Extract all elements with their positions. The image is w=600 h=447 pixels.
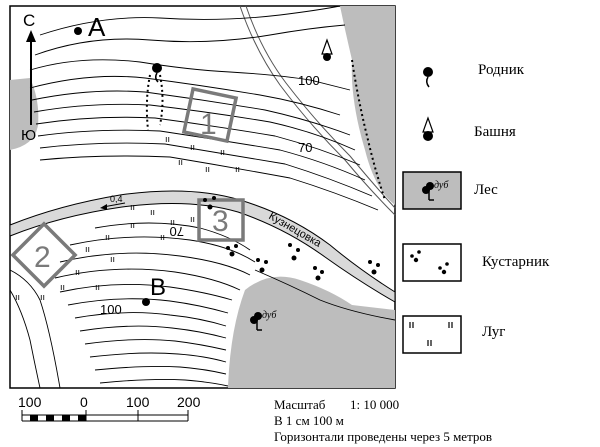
legend-spring-icon: [423, 67, 433, 88]
legend-meadow-icon: [409, 322, 453, 346]
zone-2-box: [10, 221, 78, 289]
svg-text:ıı: ıı: [95, 283, 100, 293]
legend-tower-icon: [422, 116, 434, 141]
svg-text:ıı: ıı: [190, 143, 195, 153]
contours-south: [9, 222, 396, 389]
zone-2-label: 2: [34, 241, 51, 274]
oak-label-map: дуб: [262, 310, 277, 321]
svg-text:ıı: ıı: [85, 245, 90, 255]
compass-north-label: С: [23, 11, 35, 30]
scale-tick-200: 200: [177, 394, 201, 410]
spring-icon: [152, 63, 162, 83]
contour-label-100-top: 100: [298, 73, 320, 88]
escarpment-left-2: [159, 74, 164, 126]
svg-text:ıı: ıı: [165, 135, 170, 145]
compass-south-label: Ю: [21, 127, 36, 144]
svg-text:ıı: ıı: [235, 165, 240, 175]
road-edge: [245, 5, 396, 209]
scale-bar: [21, 410, 189, 422]
svg-text:ıı: ıı: [75, 268, 80, 278]
zone-3-box: [197, 198, 245, 242]
legend-shrub-box: [402, 243, 462, 282]
escarpment-right: [351, 59, 386, 201]
shrub-marks: [203, 196, 380, 281]
river-flow-label: 0,4: [110, 194, 123, 204]
legend-spring-label: Родник: [478, 62, 525, 78]
zone-1-label: 1: [200, 108, 217, 141]
zone-3-label: 3: [212, 205, 229, 238]
scale-ratio: 1: 10 000: [350, 397, 400, 412]
escarpment-left: [145, 74, 151, 131]
legend-shrub-label: Кустарник: [482, 254, 550, 270]
legend-forest-inner-label: дуб: [434, 180, 449, 191]
svg-text:ıı: ıı: [160, 233, 165, 243]
scale-tick-left: 100: [18, 394, 42, 410]
contour-label-70-top: 70: [298, 140, 312, 155]
scale-cm-line: В 1 см 100 м: [274, 413, 344, 428]
svg-text:ıı: ıı: [60, 283, 65, 293]
svg-text:ıı: ıı: [15, 293, 20, 303]
scale-contour-interval: Горизонтали проведены через 5 метров: [274, 429, 493, 444]
oak-tree-icon: [250, 312, 262, 331]
svg-text:ıı: ıı: [105, 233, 110, 243]
point-a-label: А: [88, 12, 106, 42]
svg-text:ıı: ıı: [110, 255, 115, 265]
legend-tower-label: Башня: [474, 124, 516, 140]
legend-forest-box: [402, 171, 462, 210]
legend-meadow-label: Луг: [482, 324, 506, 340]
svg-text:ıı: ıı: [190, 215, 195, 225]
scale-title: Масштаб: [274, 397, 326, 412]
legend-shrub-icon: [410, 250, 449, 275]
point-b-label: B: [150, 274, 166, 301]
svg-text:ıı: ıı: [130, 203, 135, 213]
svg-text:ıı: ıı: [170, 218, 175, 228]
svg-text:ıı: ıı: [178, 158, 183, 168]
legend-forest-tree-icon: [422, 182, 434, 201]
forest-area-bottom: [228, 276, 395, 388]
contour-label-70-mid: 70: [170, 224, 184, 239]
point-b-marker: [142, 298, 150, 306]
svg-text:ıı: ıı: [150, 208, 155, 218]
tower-icon: [321, 38, 333, 61]
svg-text:ıı: ıı: [130, 221, 135, 231]
road: [239, 5, 396, 216]
svg-text:ıı: ıı: [205, 165, 210, 175]
point-a-marker: [74, 27, 82, 35]
legend-forest-label: Лес: [474, 182, 498, 198]
river-band: [9, 190, 396, 303]
scale-tick-zero: 0: [80, 394, 88, 410]
forest-area-top-right: [340, 6, 395, 205]
compass-arrowhead: [26, 30, 36, 42]
river-flow-arrowhead: [100, 204, 107, 210]
contour-label-100-bottom: 100: [100, 302, 122, 317]
legend-meadow-box: [402, 315, 462, 354]
zone-1-box: [181, 86, 239, 144]
svg-text:ıı: ıı: [40, 293, 45, 303]
svg-text:ıı: ıı: [220, 148, 225, 158]
scale-tick-100: 100: [126, 394, 150, 410]
